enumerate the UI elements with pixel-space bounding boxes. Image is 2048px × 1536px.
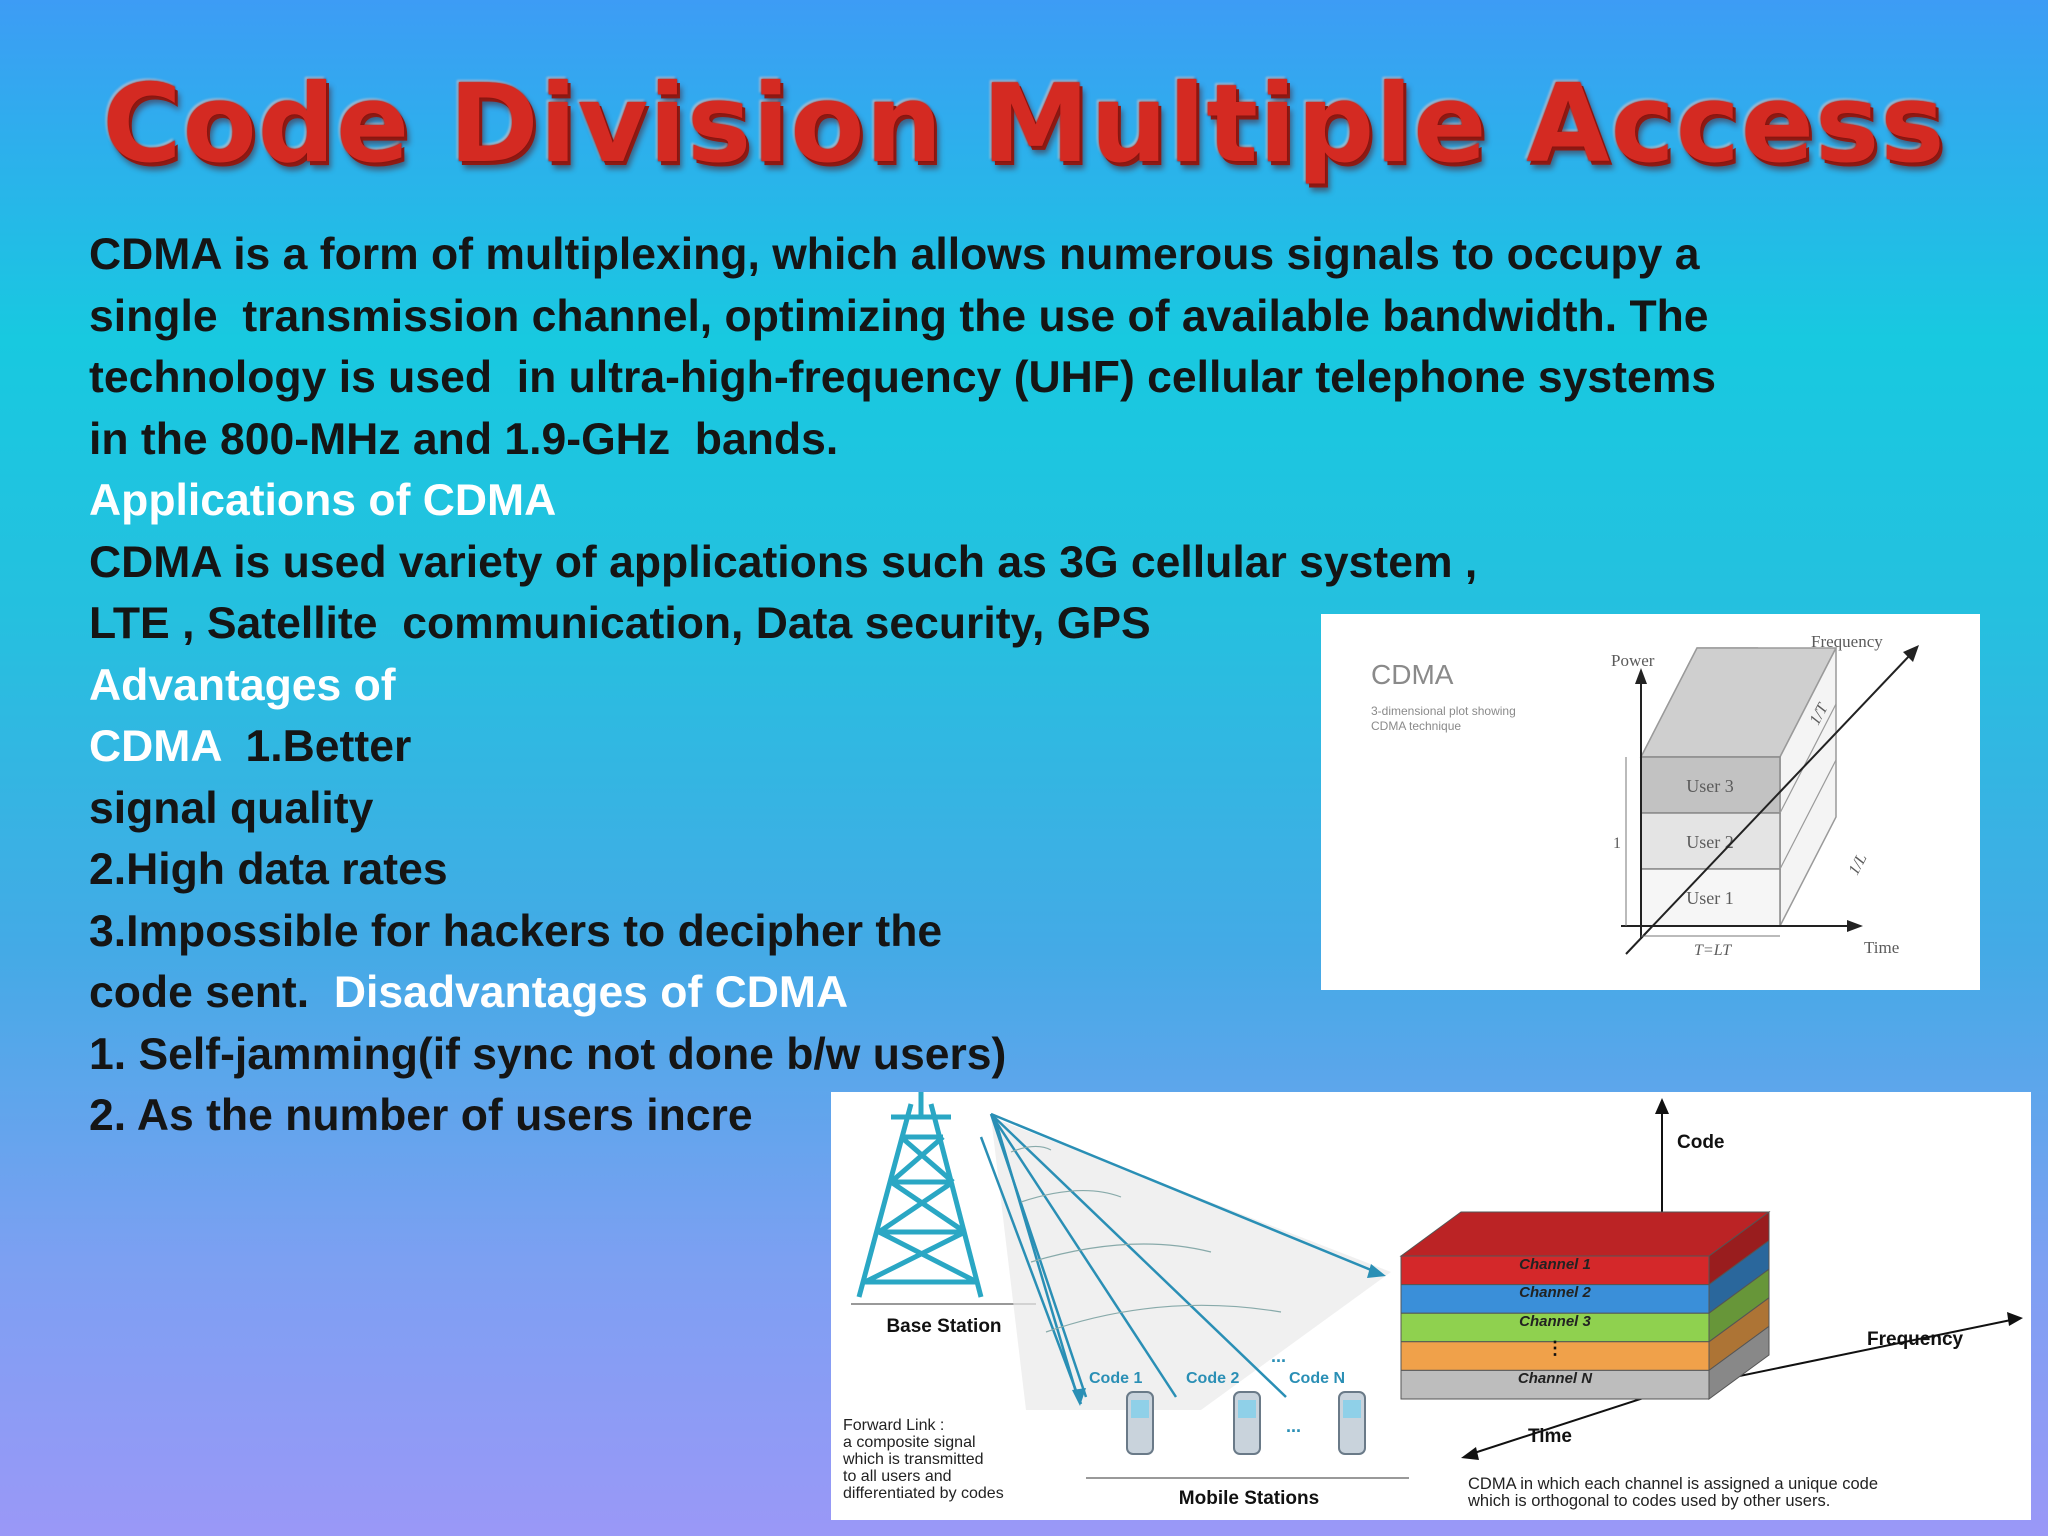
phones-ellipsis: ...	[1286, 1416, 1301, 1436]
time-axis-arrow	[1461, 1447, 1479, 1460]
text-line: CDMA is used variety of applications suc…	[89, 537, 1478, 587]
disadvantage-item: 2. As the number of users incre	[89, 1091, 753, 1140]
codes-ellipsis: ...	[1271, 1346, 1286, 1366]
time-axis-label: Time	[1528, 1426, 1572, 1447]
channel-1-label: Channel 1	[1519, 1256, 1591, 1273]
user3-label: User 3	[1686, 776, 1734, 796]
advantages-heading-cont: CDMA	[89, 722, 221, 771]
text-line: single transmission channel, optimizing …	[89, 291, 1709, 341]
frequency-label: Frequency	[1811, 632, 1883, 651]
advantage-item: 1.Better	[220, 722, 412, 771]
forward-link-text: a composite signal	[843, 1434, 976, 1451]
beam-arrow	[1367, 1264, 1386, 1278]
figure-caption: 3-dimensional plot showing	[1371, 704, 1516, 718]
channel-band-side	[1708, 1325, 1770, 1400]
mobile-phone-icon	[1233, 1391, 1261, 1455]
tc-label: T=LT	[1694, 942, 1732, 959]
time-label: Time	[1864, 938, 1899, 957]
amplitude-label: 1	[1613, 835, 1621, 852]
user2-band	[1640, 812, 1781, 870]
cdma-3d-plot-figure: CDMA 3-dimensional plot showing CDMA tec…	[1321, 614, 1980, 990]
advantage-item: 2.High data rates	[89, 845, 448, 894]
channel-n-label: Channel N	[1518, 1370, 1593, 1387]
channel-2-label: Channel 2	[1519, 1284, 1591, 1301]
disadvantages-heading: Disadvantages of CDMA	[333, 968, 849, 1017]
side-band-line	[1779, 703, 1837, 814]
figure-caption: CDMA technique	[1371, 719, 1461, 733]
beam-lines	[979, 1112, 1377, 1405]
code-n-label: Code N	[1289, 1370, 1345, 1387]
advantage-item: 3.Impossible for hackers to decipher the	[89, 906, 943, 956]
beam-arrow	[1072, 1388, 1086, 1406]
forward-link-text: to all users and	[843, 1468, 952, 1485]
cdma-channels-svg: Base Station Code 1 Code 2 Code N ...	[842, 1092, 2023, 1510]
base-station-tower-icon	[856, 1092, 984, 1298]
time-axis-arrow	[1847, 920, 1863, 932]
text-line: CDMA is a form of multiplexing, which al…	[89, 230, 1700, 279]
channel-cube	[1399, 1211, 1771, 1400]
advantages-heading: Advantages of	[89, 660, 396, 710]
text-line: code sent. Disadvantages of CDMA	[89, 962, 1989, 1024]
channel-dots: ⋮	[1546, 1338, 1564, 1358]
code-axis-label: Code	[1677, 1132, 1725, 1153]
disadvantage-item: 1. Self-jamming(if sync not done b/w use…	[89, 1029, 1007, 1079]
user3-band	[1640, 756, 1781, 814]
beam-fan	[991, 1117, 1391, 1410]
mobile-phone-icon	[1338, 1391, 1366, 1455]
applications-heading: Applications of CDMA	[89, 476, 557, 525]
forward-link-text: differentiated by codes	[843, 1485, 1004, 1502]
body-text: CDMA is a form of multiplexing, which al…	[89, 224, 1989, 1147]
code-2-label: Code 2	[1186, 1370, 1239, 1387]
frequency-axis-arrow	[2007, 1312, 2023, 1326]
mobile-phone-icon	[1126, 1391, 1154, 1455]
cube-top-face	[1399, 1211, 1771, 1257]
slide-title: Code Division Multiple Access	[102, 62, 1946, 187]
text-line: LTE , Satellite communication, Data secu…	[89, 599, 1151, 648]
figure-title: CDMA	[1371, 659, 1454, 690]
mobile-stations-label: Mobile Stations	[1179, 1488, 1319, 1509]
wavefront-arcs	[1010, 1145, 1282, 1333]
text-line: in the 800-MHz and 1.9-GHz bands.	[89, 414, 839, 464]
cube-caption: which is orthogonal to codes used by oth…	[1467, 1492, 1830, 1510]
text-line: CDMA 1.Better	[89, 716, 1989, 778]
time-axis	[1470, 1391, 1663, 1455]
user2-label: User 2	[1686, 832, 1734, 852]
text-line: technology is used in ultra-high-frequen…	[89, 353, 1717, 402]
frequency-axis	[1625, 653, 1912, 955]
channel-3-label: Channel 3	[1519, 1313, 1591, 1330]
side-band-line	[1779, 759, 1837, 870]
forward-link-text: Forward Link :	[843, 1417, 944, 1434]
cdma-channels-figure: Base Station Code 1 Code 2 Code N ...	[831, 1092, 2031, 1520]
text-fragment: code sent.	[89, 968, 334, 1017]
code-1-label: Code 1	[1089, 1370, 1142, 1387]
one-over-l-label: 1/L	[1846, 851, 1871, 878]
user1-label: User 1	[1686, 888, 1734, 908]
code-axis-arrow	[1655, 1098, 1669, 1114]
text-line: signal quality	[89, 783, 374, 833]
frequency-axis-label: Frequency	[1867, 1329, 1964, 1350]
cube-caption: CDMA in which each channel is assigned a…	[1468, 1475, 1878, 1493]
power-label: Power	[1611, 651, 1655, 670]
cdma-3d-plot-svg: CDMA 3-dimensional plot showing CDMA tec…	[1371, 632, 1919, 959]
forward-link-text: which is transmitted	[842, 1451, 984, 1468]
frequency-axis-arrow	[1903, 645, 1919, 662]
power-axis-arrow	[1635, 668, 1647, 684]
base-station-label: Base Station	[886, 1316, 1001, 1337]
